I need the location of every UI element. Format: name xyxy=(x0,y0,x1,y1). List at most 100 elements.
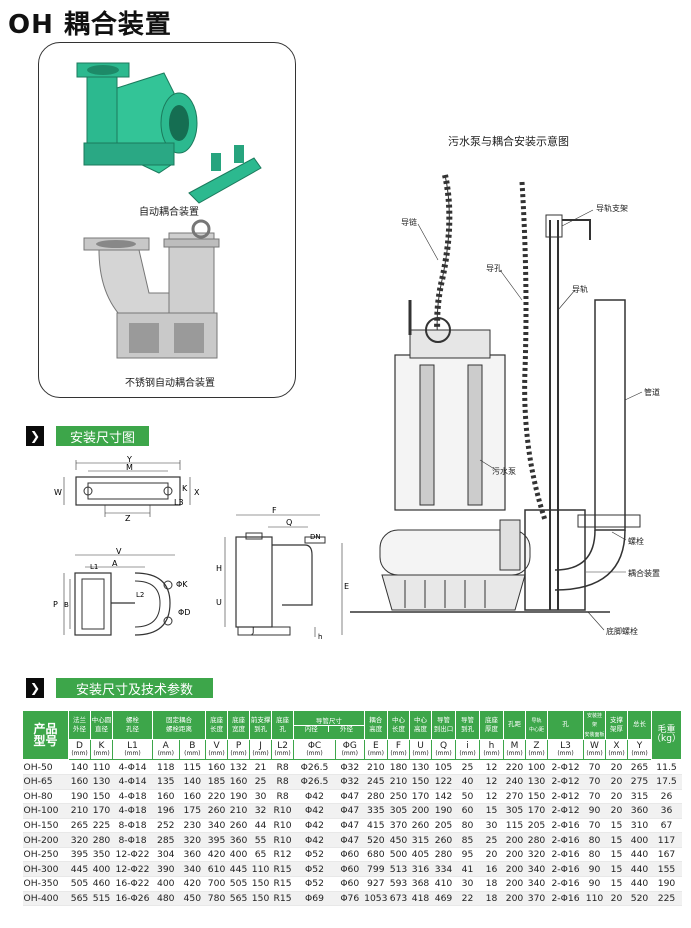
value-cell: 150 xyxy=(249,876,272,892)
unit-cell: E(mm) xyxy=(363,739,389,761)
section-install-dimensions: ❯ 安装尺寸图 xyxy=(26,425,150,447)
header-base-width: 底座宽度 xyxy=(227,709,251,741)
value-cell: 445 xyxy=(68,861,91,878)
value-cell: 400 xyxy=(90,861,113,878)
value-cell: 4-Φ18 xyxy=(112,789,153,805)
value-cell: 15 xyxy=(605,876,628,892)
value-cell: 280 xyxy=(364,789,388,805)
dim-W: W xyxy=(54,488,62,497)
chevron-right-icon: ❯ xyxy=(26,426,44,446)
value-cell: 70 xyxy=(583,818,606,834)
value-cell: Φ60 xyxy=(335,861,365,878)
label-guide-chain: 导链 xyxy=(401,218,417,227)
unit-cell: V(mm) xyxy=(205,739,229,761)
value-cell: 20 xyxy=(605,759,628,775)
header-flange-od: 法兰外径 xyxy=(68,709,91,741)
unit-cell: U(mm) xyxy=(409,739,432,761)
value-cell: 335 xyxy=(364,803,388,819)
value-cell: 440 xyxy=(627,876,652,892)
value-cell: 70 xyxy=(583,759,606,775)
value-cell: 25 xyxy=(249,774,272,790)
value-cell: 440 xyxy=(627,847,652,863)
value-cell: 390 xyxy=(152,861,180,878)
section-tech-params: ❯ 安装尺寸及技术参数 xyxy=(26,677,214,699)
value-cell: 252 xyxy=(152,818,180,834)
value-cell: Φ52 xyxy=(293,876,336,892)
front-view-drawing: F Q DN H U J E h xyxy=(216,506,349,641)
unit-cell: X(mm) xyxy=(605,739,628,761)
value-cell: 240 xyxy=(503,774,526,790)
auto-coupling-image xyxy=(76,62,262,204)
value-cell: 200 xyxy=(503,847,526,863)
dim-X: X xyxy=(194,488,200,497)
value-cell: 340 xyxy=(525,876,548,892)
value-cell: 368 xyxy=(409,876,432,892)
unit-cell: K(mm) xyxy=(90,739,113,761)
value-cell: 95 xyxy=(455,847,480,863)
value-cell: 225 xyxy=(651,891,682,907)
dim-Q: Q xyxy=(286,518,292,527)
value-cell: 140 xyxy=(68,759,91,775)
value-cell: 360 xyxy=(179,847,206,863)
value-cell: 445 xyxy=(227,861,250,878)
dim-L3: L3 xyxy=(174,498,184,507)
value-cell: R8 xyxy=(271,759,294,775)
value-cell: 220 xyxy=(205,789,228,805)
header-guide-to-hole: 导管到孔 xyxy=(455,709,480,741)
unit-cell: L3(mm) xyxy=(547,739,584,761)
value-cell: 400 xyxy=(227,847,250,863)
dim-P: P xyxy=(53,600,58,609)
value-cell: 400 xyxy=(627,832,652,848)
dim-PhiK: ΦK xyxy=(176,580,188,589)
value-cell: 520 xyxy=(627,891,652,907)
value-cell: 105 xyxy=(431,759,456,775)
value-cell: Φ26.5 xyxy=(293,759,336,775)
value-cell: R10 xyxy=(271,818,294,834)
dim-PhiD: ΦD xyxy=(178,608,190,617)
header-front-support: 前支撑到孔 xyxy=(249,709,273,741)
value-cell: 17.5 xyxy=(651,774,682,790)
value-cell: 167 xyxy=(651,847,682,863)
value-cell: 20 xyxy=(605,803,628,819)
unit-cell: B(mm) xyxy=(178,739,207,761)
top-view-drawing: Y M W K L3 Z X xyxy=(54,455,200,523)
unit-cell: ΦC(mm) xyxy=(293,739,336,761)
value-cell: 140 xyxy=(179,774,206,790)
value-cell: 280 xyxy=(525,832,548,848)
value-cell: 780 xyxy=(205,891,228,907)
value-cell: 12-Φ22 xyxy=(112,861,153,878)
value-cell: 420 xyxy=(179,876,206,892)
value-cell: 304 xyxy=(152,847,180,863)
value-cell: R10 xyxy=(271,832,294,848)
value-cell: 85 xyxy=(455,832,480,848)
label-guide-hole: 导孔 xyxy=(486,264,502,273)
dim-H: H xyxy=(216,564,222,573)
value-cell: 25 xyxy=(479,832,504,848)
value-cell: 450 xyxy=(387,832,410,848)
value-cell: 275 xyxy=(627,774,652,790)
value-cell: Φ47 xyxy=(335,803,365,819)
unit-cell: L1(mm) xyxy=(112,739,153,761)
value-cell: 8-Φ18 xyxy=(112,818,153,834)
header-support-frame: 支撑架厚 xyxy=(605,709,628,741)
value-cell: 200 xyxy=(409,803,432,819)
model-cell: OH-400 xyxy=(22,891,69,907)
value-cell: 117 xyxy=(651,832,682,848)
value-cell: 593 xyxy=(387,876,410,892)
value-cell: 160 xyxy=(152,789,180,805)
value-cell: 160 xyxy=(179,789,206,805)
value-cell: 230 xyxy=(179,818,206,834)
value-cell: 360 xyxy=(627,803,652,819)
dim-Z: Z xyxy=(125,514,131,523)
model-cell: OH-250 xyxy=(22,847,69,863)
value-cell: 150 xyxy=(525,789,548,805)
value-cell: 418 xyxy=(409,891,432,907)
value-cell: R15 xyxy=(271,876,294,892)
value-cell: 70 xyxy=(583,789,606,805)
value-cell: 210 xyxy=(68,803,91,819)
value-cell: 360 xyxy=(227,832,250,848)
value-cell: Φ76 xyxy=(335,891,365,907)
